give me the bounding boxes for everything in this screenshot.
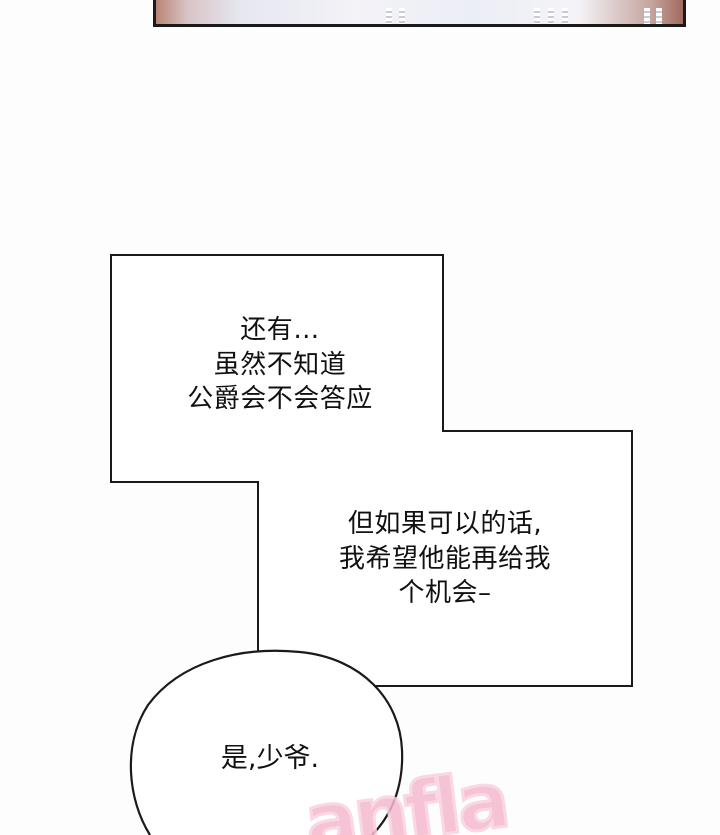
lace-detail xyxy=(644,8,650,24)
lace-detail xyxy=(562,8,568,24)
previous-comic-panel xyxy=(153,0,686,27)
lace-detail xyxy=(534,8,540,24)
narration-text-top: 还有… 虽然不知道 公爵会不会答应 xyxy=(187,315,373,414)
speech-bubble-text: 是,少爷. xyxy=(220,743,320,774)
lace-detail xyxy=(399,8,405,24)
narration-text-bottom: 但如果可以的话, 我希望他能再给我 个机会– xyxy=(338,509,551,608)
lace-detail xyxy=(656,8,662,24)
lace-detail xyxy=(548,8,554,24)
lace-detail xyxy=(386,8,392,24)
